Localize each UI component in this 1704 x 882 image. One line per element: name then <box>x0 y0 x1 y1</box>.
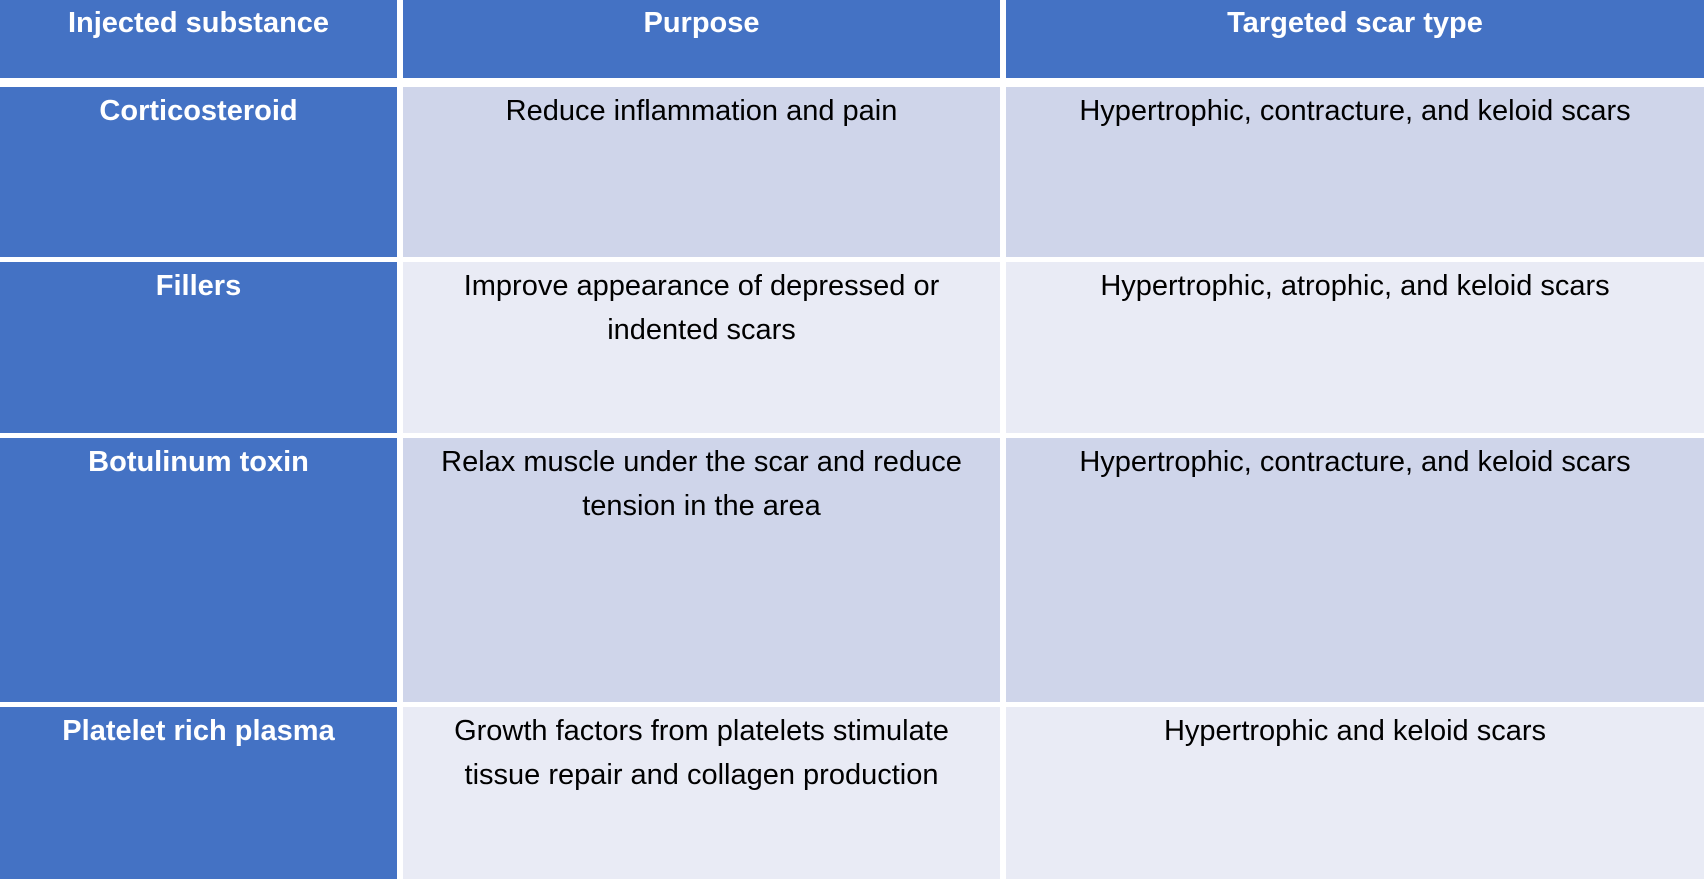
substance-cell: Corticosteroid <box>0 87 397 257</box>
table-row: Botulinum toxin Relax muscle under the s… <box>0 438 1704 702</box>
table-row: Corticosteroid Reduce inflammation and p… <box>0 87 1704 257</box>
purpose-cell: Improve appearance of depressed or inden… <box>403 262 1000 433</box>
column-header-targeted-scar-type: Targeted scar type <box>1006 0 1704 78</box>
column-header-purpose: Purpose <box>403 0 1000 78</box>
target-cell: Hypertrophic, atrophic, and keloid scars <box>1006 262 1704 433</box>
purpose-text-line: Reduce inflammation and pain <box>505 95 898 127</box>
column-header-injected-substance: Injected substance <box>0 0 397 78</box>
table-row: Fillers Improve appearance of depressed … <box>0 262 1704 433</box>
purpose-text-line: Relax muscle under the scar and reduce <box>441 446 962 478</box>
purpose-text-line: Growth factors from platelets stimulate <box>454 715 949 747</box>
substance-cell: Platelet rich plasma <box>0 707 397 879</box>
purpose-text-line: indented scars <box>607 314 796 346</box>
table-row: Platelet rich plasma Growth factors from… <box>0 707 1704 879</box>
purpose-text-line: Improve appearance of depressed or <box>463 270 940 302</box>
substance-cell: Fillers <box>0 262 397 433</box>
target-cell: Hypertrophic, contracture, and keloid sc… <box>1006 87 1704 257</box>
target-cell: Hypertrophic, contracture, and keloid sc… <box>1006 438 1704 702</box>
substance-cell: Botulinum toxin <box>0 438 397 702</box>
purpose-cell: Growth factors from platelets stimulate … <box>403 707 1000 879</box>
purpose-text-line: tissue repair and collagen production <box>464 759 939 791</box>
purpose-text-line: tension in the area <box>582 490 821 522</box>
purpose-cell: Relax muscle under the scar and reduce t… <box>403 438 1000 702</box>
purpose-cell: Reduce inflammation and pain <box>403 87 1000 257</box>
target-cell: Hypertrophic and keloid scars <box>1006 707 1704 879</box>
table-header-row: Injected substance Purpose Targeted scar… <box>0 0 1704 78</box>
